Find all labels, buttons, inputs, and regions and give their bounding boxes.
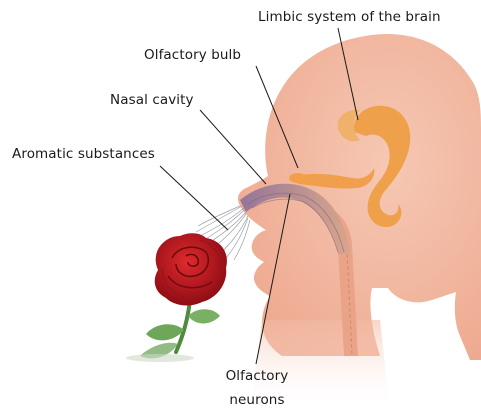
label-olfactory-bulb: Olfactory bulb — [144, 46, 241, 64]
label-olfactory-neurons-line1: Olfactory — [212, 364, 302, 388]
leader-nasal — [200, 110, 266, 184]
label-limbic-system: Limbic system of the brain — [258, 8, 441, 26]
rose-stem — [176, 300, 190, 352]
rose-leaf-left — [146, 324, 184, 340]
leader-aromatic — [160, 166, 228, 230]
label-nasal-cavity: Nasal cavity — [110, 91, 194, 109]
rose-leaf-right — [188, 309, 220, 323]
olfactory-bulb-shape — [289, 173, 307, 183]
rose-bloom — [155, 233, 227, 305]
label-olfactory-neurons-line2: neurons — [212, 388, 302, 411]
label-olfactory-neurons: Olfactory neurons — [212, 364, 302, 411]
label-aromatic-substances: Aromatic substances — [12, 145, 155, 163]
rose-shadow — [126, 354, 194, 362]
